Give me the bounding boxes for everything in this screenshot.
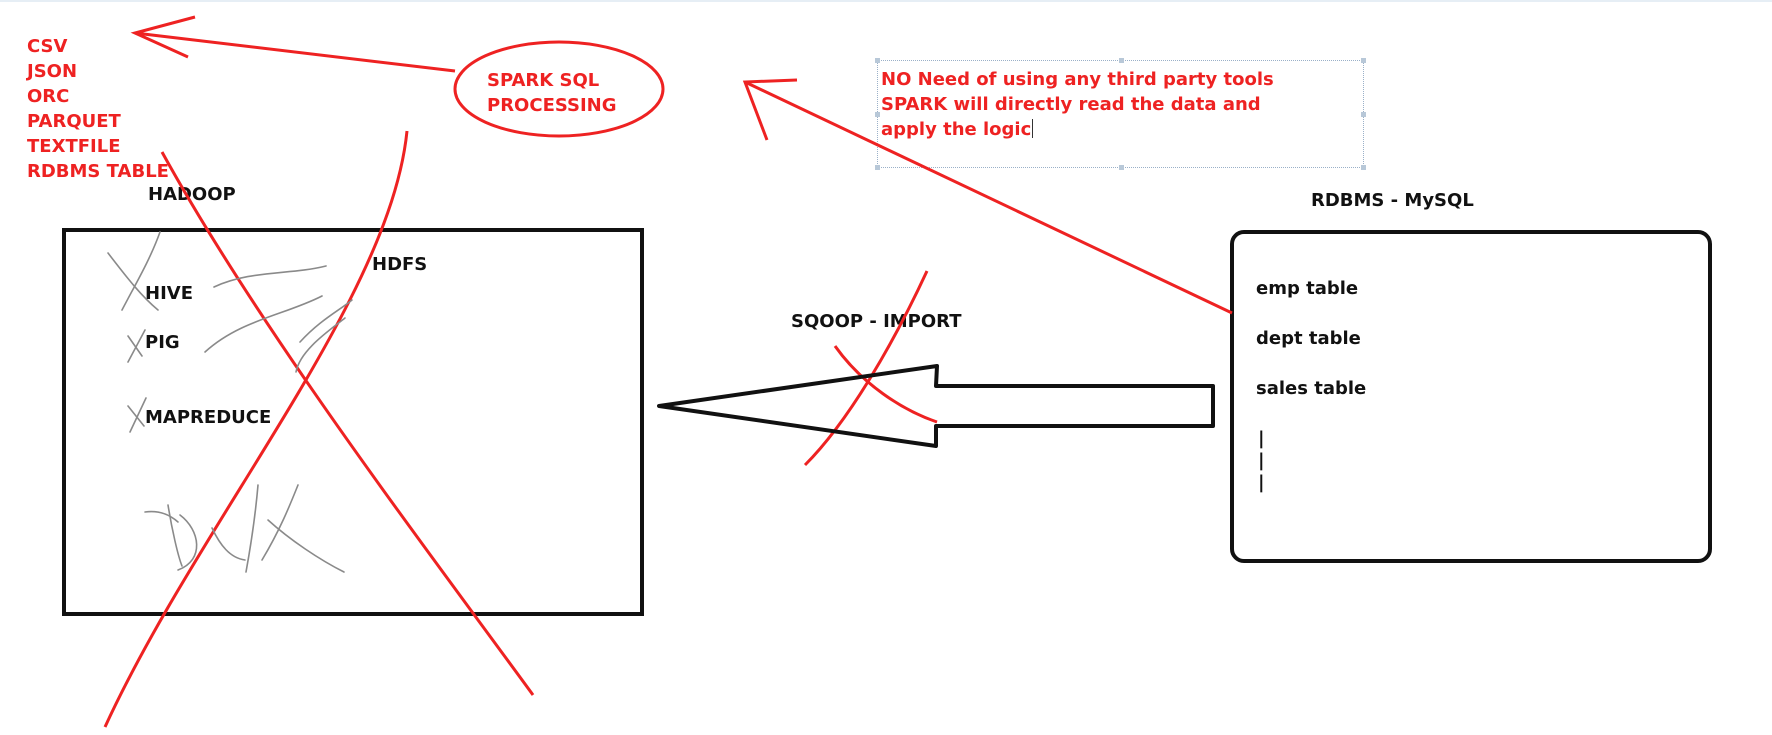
sqoop-import-label: SQOOP - IMPORT <box>791 311 962 332</box>
resize-handle[interactable] <box>1361 58 1366 63</box>
hdfs-label: HDFS <box>372 254 428 275</box>
text-caret <box>1032 119 1034 138</box>
sqoop-cross-stroke <box>833 345 938 424</box>
resize-handle[interactable] <box>875 165 880 170</box>
rdbms-title: RDBMS - MySQL <box>1311 190 1474 211</box>
spark-sql-processing-label: SPARK SQL PROCESSING <box>487 68 617 118</box>
resize-handle[interactable] <box>1119 58 1124 63</box>
resize-handle[interactable] <box>875 112 880 117</box>
resize-handle[interactable] <box>1361 165 1366 170</box>
note-text[interactable]: NO Need of using any third party tools S… <box>881 67 1274 142</box>
dept-table-label: dept table <box>1256 328 1361 349</box>
top-divider <box>0 0 1772 2</box>
spark-sql-line: PROCESSING <box>487 95 617 116</box>
format-item: PARQUET <box>27 111 121 132</box>
format-item: CSV <box>27 36 68 57</box>
note-line: NO Need of using any third party tools <box>881 69 1274 90</box>
resize-handle[interactable] <box>1119 165 1124 170</box>
pig-label: PIG <box>145 332 180 353</box>
data-formats-list: CSV JSON ORC PARQUET TEXTFILE RDBMS TABL… <box>27 34 169 184</box>
hive-label: HIVE <box>145 283 193 304</box>
continuation-mark: | <box>1258 450 1265 471</box>
note-line: apply the logic <box>881 119 1034 140</box>
format-item: ORC <box>27 86 70 107</box>
format-item: TEXTFILE <box>27 136 121 157</box>
emp-table-label: emp table <box>1256 278 1359 299</box>
continuation-mark: | <box>1258 472 1265 493</box>
mapreduce-label: MAPREDUCE <box>145 407 272 428</box>
resize-handle[interactable] <box>1361 112 1366 117</box>
sqoop-cross-stroke <box>803 270 929 467</box>
sales-table-label: sales table <box>1256 378 1367 399</box>
arrow-rdbms-to-spark-head <box>742 78 798 141</box>
format-item: JSON <box>27 61 78 82</box>
hadoop-title: HADOOP <box>148 184 236 205</box>
arrow-to-formats <box>134 31 456 73</box>
spark-sql-line: SPARK SQL <box>487 70 600 91</box>
format-item: RDBMS TABLE <box>27 161 169 182</box>
rdbms-box <box>1230 230 1712 563</box>
note-line: SPARK will directly read the data and <box>881 94 1261 115</box>
resize-handle[interactable] <box>875 58 880 63</box>
continuation-mark: | <box>1258 428 1265 449</box>
sqoop-import-arrow <box>657 364 1215 448</box>
